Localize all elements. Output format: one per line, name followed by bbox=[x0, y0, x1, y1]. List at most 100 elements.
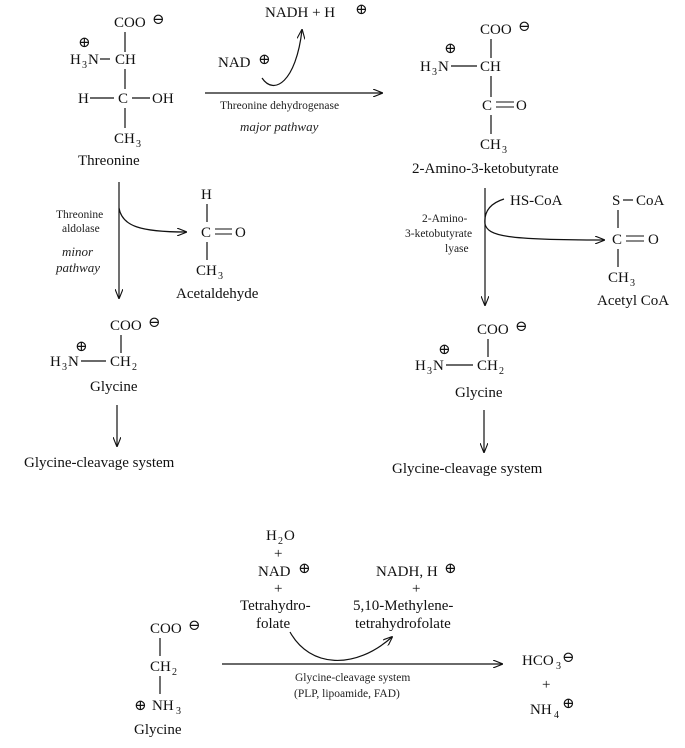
atom-o: O bbox=[648, 232, 659, 248]
charge-minus: ⊖ bbox=[148, 315, 161, 331]
enzyme-threonine-dehydrogenase: Threonine dehydrogenase bbox=[220, 100, 339, 112]
charge-minus: ⊖ bbox=[152, 12, 165, 28]
input-nad: NAD bbox=[258, 564, 291, 580]
label-amino-ketobutyrate: 2-Amino-3-ketobutyrate bbox=[412, 161, 559, 177]
charge-minus: ⊖ bbox=[518, 19, 531, 35]
atom-coa: CoA bbox=[636, 193, 665, 209]
input-tetrahydrofolate: Tetrahydro- bbox=[240, 598, 311, 614]
atom-ch3: CH bbox=[608, 270, 629, 286]
subscript-2: 2 bbox=[278, 536, 283, 547]
enzyme-lyase: 2-Amino- bbox=[422, 213, 468, 225]
subscript-3: 3 bbox=[502, 145, 507, 156]
label-glycine: Glycine bbox=[134, 722, 182, 738]
atom-n: N bbox=[68, 354, 79, 370]
atom-ch: CH bbox=[115, 52, 136, 68]
glycine-bottom-structure: COO ⊖ CH 2 ⊕ NH 3 Glycine bbox=[134, 618, 201, 738]
major-pathway-arrow: NADH + H ⊕ NAD ⊕ Threonine dehydrogenase… bbox=[205, 2, 382, 134]
input-h2o: O bbox=[284, 528, 295, 544]
enzyme-threonine-aldolase: Threonine bbox=[56, 209, 103, 221]
label-glycine: Glycine bbox=[455, 385, 503, 401]
subscript-3: 3 bbox=[82, 60, 87, 71]
subscript-2: 2 bbox=[132, 362, 137, 373]
label-acetyl-coa: Acetyl CoA bbox=[597, 293, 669, 309]
atom-coo: COO bbox=[150, 621, 182, 637]
plus-sign: + bbox=[274, 581, 282, 597]
atom-ch2: CH bbox=[150, 659, 171, 675]
threonine-structure: COO ⊖ ⊕ H 3 N CH H C OH CH 3 Threonine bbox=[70, 12, 174, 169]
glycine-left-structure: COO ⊖ ⊕ H 3 N CH 2 Glycine Glycine-cleav… bbox=[24, 315, 175, 471]
plus-sign: + bbox=[542, 677, 550, 693]
atom-ch3: CH bbox=[196, 263, 217, 279]
atom-n: N bbox=[438, 59, 449, 75]
atom-n: N bbox=[88, 52, 99, 68]
glycine-cleavage-products: HCO 3 ⊖ + NH 4 ⊕ bbox=[522, 650, 575, 721]
input-h2o: H bbox=[266, 528, 277, 544]
cofactor-curve bbox=[261, 30, 302, 87]
label-glycine: Glycine bbox=[90, 379, 138, 395]
cofactor-nadh: NADH + H bbox=[265, 5, 335, 21]
product-nh4: NH bbox=[530, 702, 552, 718]
subscript-3: 3 bbox=[176, 706, 181, 717]
atom-h: H bbox=[420, 59, 431, 75]
charge-minus: ⊖ bbox=[515, 319, 528, 335]
atom-c: C bbox=[201, 225, 211, 241]
label-threonine: Threonine bbox=[78, 153, 140, 169]
charge-plus: ⊕ bbox=[355, 2, 368, 18]
enzyme-lyase: 3-ketobutyrate bbox=[405, 228, 472, 240]
subscript-2: 2 bbox=[499, 366, 504, 377]
cofactor-curve bbox=[289, 631, 392, 661]
atom-h: H bbox=[70, 52, 81, 68]
output-methylene-thf: tetrahydrofolate bbox=[355, 616, 451, 632]
subscript-3: 3 bbox=[136, 139, 141, 150]
atom-s: S bbox=[612, 193, 620, 209]
output-methylene-thf: 5,10-Methylene- bbox=[353, 598, 453, 614]
minor-pathway-arrow: Threonine aldolase minor pathway bbox=[55, 182, 186, 298]
atom-coo: COO bbox=[110, 318, 142, 334]
product-hco3: HCO bbox=[522, 653, 554, 669]
charge-plus: ⊕ bbox=[258, 52, 271, 68]
atom-coo: COO bbox=[477, 322, 509, 338]
label-glycine-cleavage-system: Glycine-cleavage system bbox=[392, 461, 543, 477]
subscript-2: 2 bbox=[172, 667, 177, 678]
output-nadh: NADH, H bbox=[376, 564, 438, 580]
atom-h: H bbox=[78, 91, 89, 107]
atom-c: C bbox=[482, 98, 492, 114]
charge-plus: ⊕ bbox=[562, 696, 575, 712]
atom-h: H bbox=[201, 187, 212, 203]
atom-o: O bbox=[516, 98, 527, 114]
glycine-right-structure: COO ⊖ ⊕ H 3 N CH 2 Glycine Glycine-cleav… bbox=[392, 319, 543, 477]
lyase-pathway-arrow: HS-CoA 2-Amino- 3-ketobutyrate lyase bbox=[405, 188, 604, 305]
atom-c: C bbox=[612, 232, 622, 248]
enzyme-lyase: lyase bbox=[445, 243, 469, 255]
charge-plus: ⊕ bbox=[78, 35, 91, 51]
label-acetaldehyde: Acetaldehyde bbox=[176, 286, 259, 302]
plus-sign: + bbox=[274, 546, 282, 562]
acetyl-coa-structure: S CoA C O CH 3 Acetyl CoA bbox=[597, 193, 669, 309]
atom-oh: OH bbox=[152, 91, 174, 107]
atom-h: H bbox=[415, 358, 426, 374]
atom-h: H bbox=[50, 354, 61, 370]
product-curve bbox=[118, 207, 186, 232]
atom-nh3: NH bbox=[152, 698, 174, 714]
atom-ch2: CH bbox=[477, 358, 498, 374]
amino-ketobutyrate-structure: COO ⊖ ⊕ H 3 N CH C O CH 3 2-Amino-3-keto… bbox=[412, 19, 559, 177]
atom-ch2: CH bbox=[110, 354, 131, 370]
subscript-3: 3 bbox=[427, 366, 432, 377]
charge-plus: ⊕ bbox=[298, 561, 311, 577]
subscript-3: 3 bbox=[218, 271, 223, 282]
atom-n: N bbox=[433, 358, 444, 374]
subscript-3: 3 bbox=[62, 362, 67, 373]
subscript-3: 3 bbox=[556, 661, 561, 672]
charge-plus: ⊕ bbox=[75, 339, 88, 355]
cofactor-curve bbox=[484, 198, 604, 240]
charge-plus: ⊕ bbox=[438, 342, 451, 358]
glycine-cleavage-inputs: H 2 O + NAD ⊕ + Tetrahydro- folate bbox=[240, 528, 311, 632]
enzyme-cofactors: (PLP, lipoamide, FAD) bbox=[294, 688, 400, 700]
atom-ch3: CH bbox=[114, 131, 135, 147]
atom-ch3: CH bbox=[480, 137, 501, 153]
cofactor-hs-coa: HS-CoA bbox=[510, 193, 563, 209]
plus-sign: + bbox=[412, 581, 420, 597]
enzyme-glycine-cleavage-system: Glycine-cleavage system bbox=[295, 672, 410, 684]
enzyme-threonine-aldolase: aldolase bbox=[62, 223, 100, 235]
